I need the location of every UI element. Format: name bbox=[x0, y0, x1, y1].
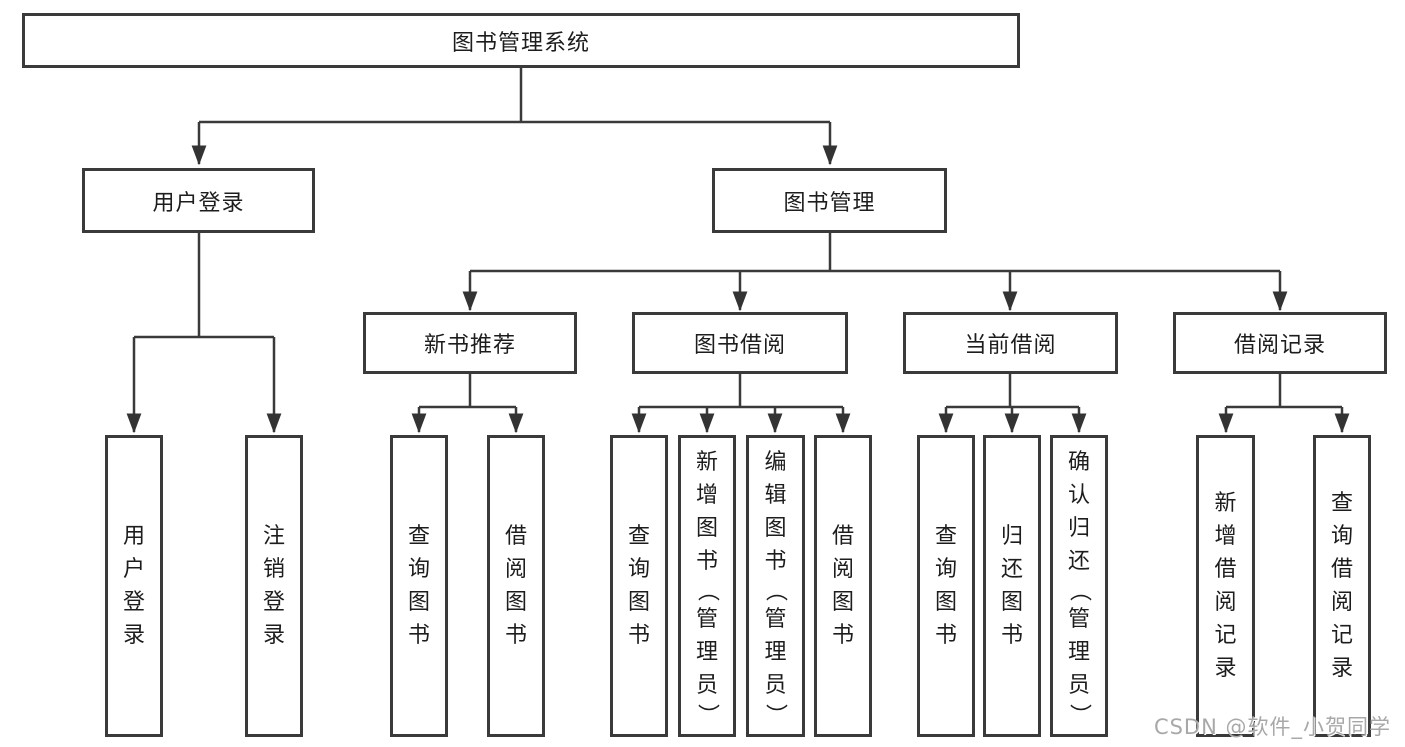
leaf-user-login-label: 用户登录 bbox=[122, 524, 145, 648]
leaf-br-add-borrow-record-label: 新增借阅记录 bbox=[1214, 491, 1237, 681]
leaf-br-add-borrow-record: 新增借阅记录 bbox=[1196, 435, 1255, 737]
leaf-user-login: 用户登录 bbox=[105, 435, 163, 737]
leaf-cb-confirm-return-admin-label: 确认归还（管理员） bbox=[1066, 449, 1092, 726]
leaf-logout-login-label: 注销登录 bbox=[262, 524, 285, 648]
node-book-management: 图书管理 bbox=[712, 168, 947, 233]
leaf-logout-login: 注销登录 bbox=[245, 435, 303, 737]
node-book-borrowing: 图书借阅 bbox=[632, 312, 848, 374]
node-library-management-system: 图书管理系统 bbox=[22, 13, 1020, 68]
leaf-nbr-query-books-label: 查询图书 bbox=[407, 524, 430, 648]
leaf-bb-add-books-admin-label: 新增图书（管理员） bbox=[694, 449, 720, 726]
node-user-login: 用户登录 bbox=[82, 168, 315, 233]
leaf-bb-edit-books-admin-label: 编辑图书（管理员） bbox=[762, 449, 788, 726]
leaf-br-query-borrow-record: 查询借阅记录 bbox=[1313, 435, 1371, 737]
leaf-bb-borrow-books: 借阅图书 bbox=[814, 435, 872, 737]
leaf-cb-query-books-label: 查询图书 bbox=[934, 524, 957, 648]
watermark: CSDN @软件_小贺同学 bbox=[1153, 715, 1391, 739]
leaf-cb-return-books-label: 归还图书 bbox=[1000, 524, 1023, 648]
leaf-cb-return-books: 归还图书 bbox=[983, 435, 1041, 737]
leaf-bb-borrow-books-label: 借阅图书 bbox=[831, 524, 854, 648]
leaf-cb-confirm-return-admin: 确认归还（管理员） bbox=[1050, 435, 1108, 737]
node-current-borrowing: 当前借阅 bbox=[903, 312, 1118, 374]
leaf-nbr-borrow-books: 借阅图书 bbox=[487, 435, 545, 737]
leaf-bb-query-books-label: 查询图书 bbox=[627, 524, 650, 648]
node-new-book-recommendation: 新书推荐 bbox=[363, 312, 577, 374]
leaf-nbr-borrow-books-label: 借阅图书 bbox=[504, 524, 527, 648]
leaf-br-query-borrow-record-label: 查询借阅记录 bbox=[1330, 491, 1353, 681]
leaf-nbr-query-books: 查询图书 bbox=[390, 435, 448, 737]
leaf-bb-query-books: 查询图书 bbox=[610, 435, 668, 737]
node-borrowing-records: 借阅记录 bbox=[1173, 312, 1387, 374]
leaf-cb-query-books: 查询图书 bbox=[917, 435, 975, 737]
leaf-bb-add-books-admin: 新增图书（管理员） bbox=[678, 435, 736, 737]
leaf-bb-edit-books-admin: 编辑图书（管理员） bbox=[746, 435, 805, 737]
